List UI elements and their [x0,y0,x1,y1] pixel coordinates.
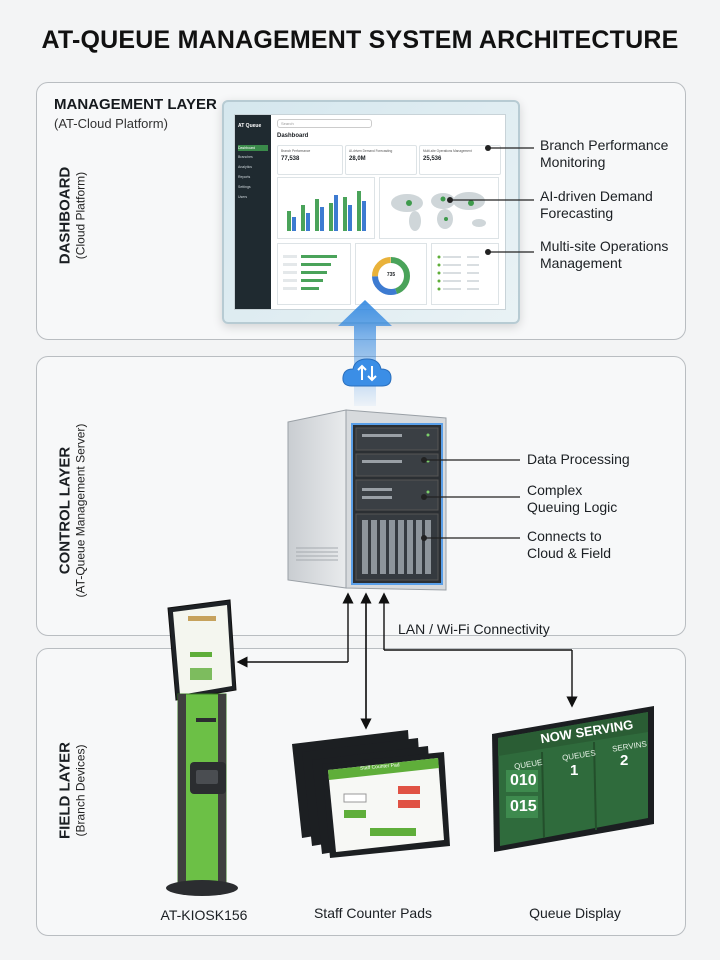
dashboard-screen: AT Queue Dashboard Branches Analytics Re… [222,100,520,324]
field-vertical-sub: (Branch Devices) [73,744,88,837]
sidebar-nav-item[interactable]: Users [238,195,248,199]
kpi-value: 25,536 [423,156,442,162]
server-rack [287,409,447,591]
callout-data-processing: Data Processing [527,451,630,467]
kpi-card: AI-driven Demand Forecasting 28,0M [345,145,417,175]
donut-value: 735 [386,272,396,278]
dashboard-logo: AT Queue [238,123,262,129]
display-value-3: 2 [620,752,629,769]
sidebar-nav-item[interactable]: Dashboard [238,145,268,151]
kpi-label: AI-driven Demand Forecasting [349,149,393,153]
sidebar-nav-item[interactable]: Reports [238,175,251,179]
management-layer-subheading: (AT-Cloud Platform) [54,116,168,131]
page-title: AT-QUEUE MANAGEMENT SYSTEM ARCHITECTURE [41,26,679,54]
connection-arrows [236,592,578,730]
cloud-uplink-arrow [338,300,392,406]
kpi-value: 77,538 [281,156,300,162]
callout-queuing-logic: Complex Queuing Logic [527,482,618,515]
field-vertical-title: FIELD LAYER [56,742,74,839]
dashboard-ui: AT Queue Dashboard Branches Analytics Re… [234,114,506,310]
kiosk-device [166,599,238,896]
callout-connects: Connects to Cloud & Field [527,528,612,561]
management-layer-heading: MANAGEMENT LAYER [54,96,217,113]
device-label-kiosk: AT-KIOSK156 [160,907,248,923]
cloud-icon [342,358,392,387]
control-callout-lines [421,457,520,541]
field-vertical-label: FIELD LAYER (Branch Devices) [57,726,88,856]
dashboard-donut-chart [355,243,427,305]
display-value-2: 1 [570,762,579,779]
dashboard-world-map [379,177,499,239]
callout-multi-site: Multi-site Operations Management [540,238,669,271]
kpi-label: Branch Performance [281,149,311,153]
dashboard-sidebar: AT Queue Dashboard Branches Analytics Re… [235,115,271,309]
sidebar-nav-item[interactable]: Branches [238,155,253,159]
kpi-card: Multi-site Operations Management 25,536 [419,145,501,175]
sidebar-nav-item[interactable]: Settings [238,185,251,189]
dashboard-page-title: Dashboard [277,133,309,139]
dashboard-search[interactable]: Search [277,119,372,128]
callout-ai-forecasting: AI-driven Demand Forecasting [540,188,653,221]
connectivity-label: LAN / Wi-Fi Connectivity [398,621,550,637]
display-queue-1: 010 [510,772,537,789]
queue-display [492,706,654,852]
kpi-value: 28,0M [349,156,366,162]
counter-pads [292,730,450,858]
kpi-card: Branch Performance 77,538 [277,145,343,175]
kpi-label: Multi-site Operations Management [423,149,472,153]
callout-branch-performance: Branch Performance Monitoring [540,137,669,170]
management-callout-lines [447,145,534,255]
sidebar-nav-item[interactable]: Analytics [238,165,253,169]
device-label-pads: Staff Counter Pads [313,905,433,921]
dashboard-bar-chart [277,177,375,239]
device-label-display: Queue Display [529,905,621,921]
dashboard-progress-list [277,243,351,305]
display-queue-2: 015 [510,798,537,815]
